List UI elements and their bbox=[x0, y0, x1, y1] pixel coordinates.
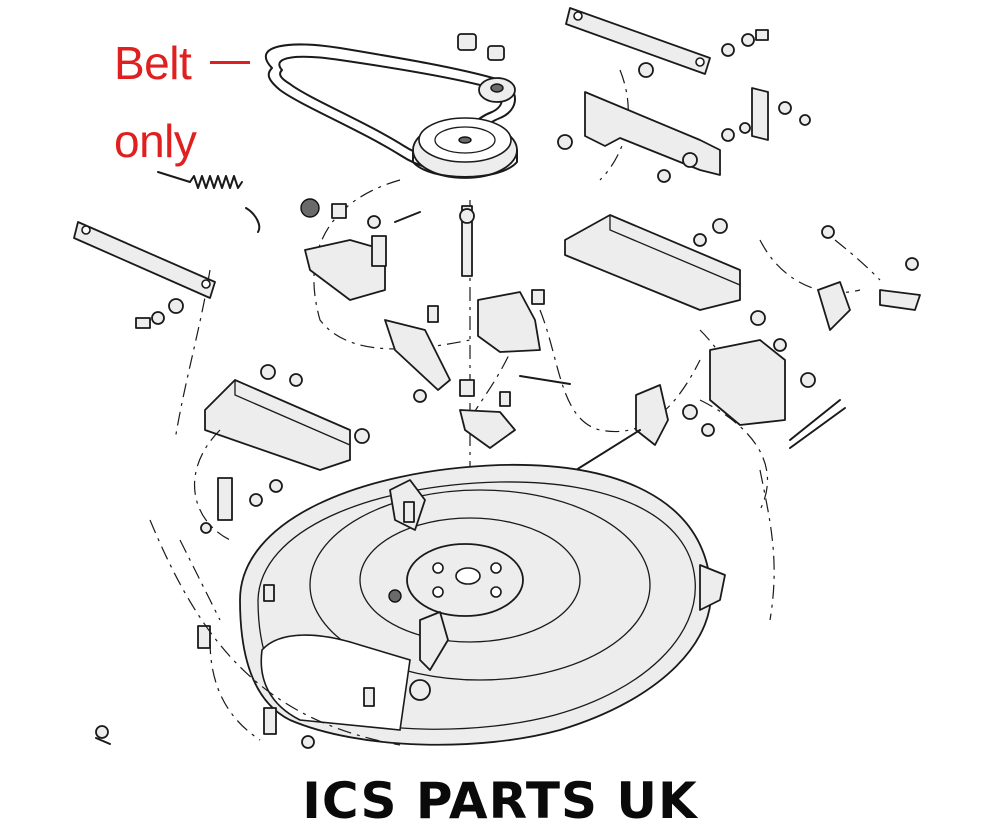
mower-deck-exploded-diagram bbox=[73, 7, 921, 749]
idler-pulley bbox=[457, 33, 516, 103]
channel-bracket bbox=[564, 214, 741, 311]
belt-annotation-line1: Belt bbox=[114, 37, 192, 89]
idler-arm-bracket bbox=[300, 198, 451, 403]
spindle-pulley bbox=[412, 117, 518, 179]
brand-footer: ICS PARTS UK bbox=[302, 772, 698, 830]
upper-right-bar bbox=[565, 7, 769, 78]
lower-left-bracket bbox=[200, 364, 370, 534]
left-long-bar bbox=[73, 221, 216, 329]
deck-outline-dashed bbox=[149, 399, 769, 746]
annotation-leader-line bbox=[210, 61, 250, 64]
spindle-shaft bbox=[459, 205, 516, 449]
belt-annotation-line2: only bbox=[114, 115, 197, 167]
lift-linkage bbox=[553, 225, 921, 491]
upper-right-bracket bbox=[557, 87, 811, 183]
engagement-bracket bbox=[477, 289, 571, 385]
deck-hardware bbox=[95, 584, 449, 749]
spindle-mount-plate bbox=[388, 479, 524, 617]
tension-spring bbox=[157, 171, 261, 233]
